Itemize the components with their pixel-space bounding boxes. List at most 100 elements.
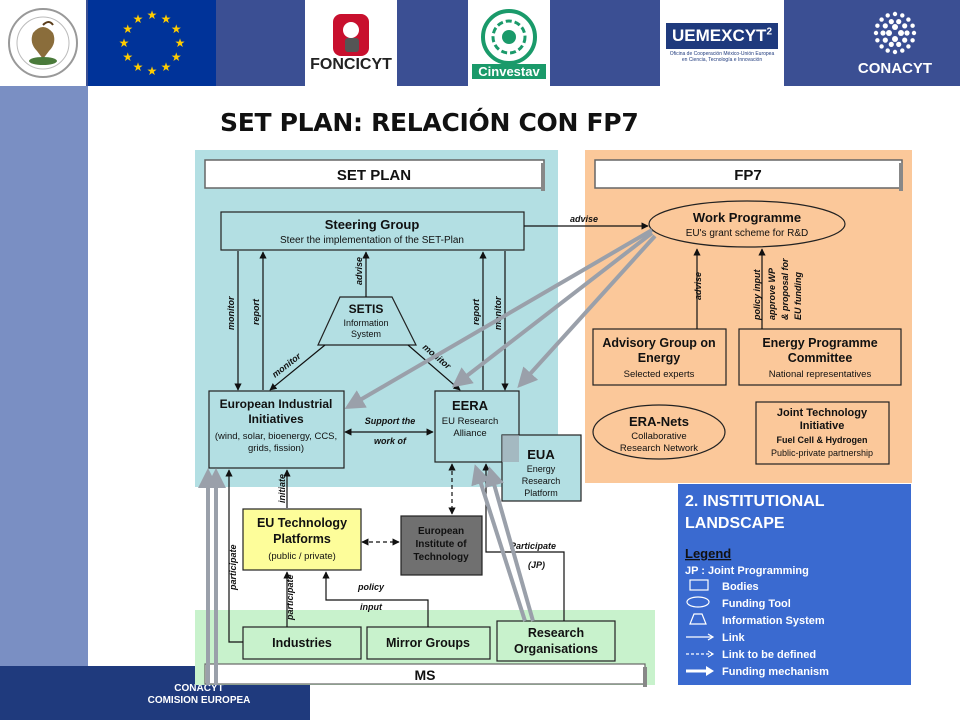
conacyt-dot-icon bbox=[892, 36, 898, 42]
fp7-header-bar bbox=[594, 159, 903, 189]
monitor-label-left: monitor bbox=[226, 296, 236, 330]
eu-star-icon: ★ bbox=[175, 36, 186, 50]
conacyt-dot-icon bbox=[911, 30, 917, 36]
left-decor-bar bbox=[0, 86, 88, 666]
jp-label: (JP) bbox=[528, 560, 545, 570]
research-orgs-box bbox=[496, 620, 616, 662]
conacyt-dot-icon bbox=[898, 30, 904, 36]
uemexcyt-subtitle-2: en Ciencia, Tecnología e Innovación bbox=[681, 57, 763, 63]
mexico-coat-of-arms-logo bbox=[0, 0, 86, 86]
advise-label-top: advise bbox=[570, 214, 598, 224]
ms-label: MS bbox=[415, 667, 436, 683]
eu-star-icon: ★ bbox=[147, 8, 158, 22]
policy-label-rotated-4: EU funding bbox=[793, 272, 803, 320]
advisory-group-title-2: Energy bbox=[638, 351, 680, 365]
legend-item-information-system: Information System bbox=[722, 615, 825, 627]
steering-group-subtitle: Steer the implementation of the SET-Plan bbox=[280, 235, 464, 246]
conacyt-dot-icon bbox=[906, 17, 911, 22]
era-nets-title: ERA-Nets bbox=[629, 414, 689, 429]
jti-title-1: Joint Technology bbox=[777, 407, 868, 419]
conacyt-dot-icon bbox=[879, 17, 884, 22]
research-orgs-line-2: Organisations bbox=[514, 642, 598, 656]
conacyt-dot-icon bbox=[906, 44, 911, 49]
policy-label-rotated-1: policy input bbox=[752, 268, 762, 321]
eu-flag-logo: ★★★★★★★★★★★★ bbox=[88, 0, 216, 86]
fp7-header-label: FP7 bbox=[734, 167, 762, 184]
advisory-group-subtitle: Selected experts bbox=[624, 369, 695, 380]
footer-line-1: CONACYT bbox=[174, 683, 224, 694]
mirror-groups-box bbox=[366, 626, 491, 660]
conacyt-dot-icon bbox=[896, 19, 902, 25]
setis-title: SETIS bbox=[349, 302, 384, 316]
conacyt-dot-icon bbox=[875, 23, 880, 28]
energy-committee-title-1: Energy Programme bbox=[762, 336, 877, 350]
conacyt-dot-icon bbox=[885, 48, 890, 53]
eii-title-2: Initiatives bbox=[248, 412, 304, 426]
legend-heading-1: 2. INSTITUTIONAL bbox=[685, 493, 825, 510]
foncicyt-logo: FONCICYT bbox=[305, 0, 397, 86]
etp-title-2: Platforms bbox=[273, 532, 331, 546]
legend-item-funding-mechanism: Funding mechanism bbox=[722, 666, 829, 678]
eua-sub-1: Energy bbox=[527, 464, 556, 474]
conacyt-dot-icon bbox=[900, 48, 905, 53]
conacyt-dot-icon bbox=[886, 30, 892, 36]
report-label-right: report bbox=[471, 298, 481, 325]
monitor-label-right: monitor bbox=[493, 296, 503, 330]
conacyt-dot-icon bbox=[882, 37, 888, 43]
footer-line-2: COMISION EUROPEA bbox=[147, 695, 251, 706]
conacyt-dot-icon bbox=[885, 13, 890, 18]
setis-trapezoid bbox=[317, 296, 417, 346]
participate-label-1: participate bbox=[228, 544, 238, 591]
eit-line-3: Technology bbox=[413, 552, 469, 563]
legend-jp-note: JP : Joint Programming bbox=[685, 565, 809, 577]
advise-label-fp7: advise bbox=[693, 272, 703, 300]
uemexcyt-wordmark: UEMEXCYT bbox=[671, 26, 767, 45]
policy-label: policy bbox=[357, 582, 385, 592]
conacyt-dot-icon bbox=[879, 44, 884, 49]
energy-committee-subtitle: National representatives bbox=[769, 369, 872, 380]
conacyt-dot-icon bbox=[910, 23, 915, 28]
mirror-groups-label: Mirror Groups bbox=[386, 636, 470, 650]
jti-title-2: Initiative bbox=[800, 420, 845, 432]
etp-subtitle: (public / private) bbox=[268, 551, 336, 562]
cinvestav-logo: Cinvestav bbox=[468, 0, 550, 86]
slide-title: SET PLAN: RELACIÓN CON FP7 bbox=[220, 108, 639, 137]
legend-information-system-icon bbox=[689, 613, 707, 625]
setis-sub-1: Information bbox=[343, 318, 388, 328]
advisory-group-box bbox=[592, 328, 727, 386]
advise-label-setis: advise bbox=[354, 257, 364, 285]
legend-panel bbox=[678, 484, 911, 685]
eera-sub-1: EU Research bbox=[442, 416, 499, 427]
research-orgs-line-1: Research bbox=[528, 626, 584, 640]
eu-star-icon: ★ bbox=[171, 50, 182, 64]
uemexcyt-subtitle-1: Oficina de Cooperación México-Unión Euro… bbox=[669, 51, 775, 57]
work-programme-subtitle: EU's grant scheme for R&D bbox=[686, 228, 809, 239]
etp-title-1: EU Technology bbox=[257, 516, 347, 530]
legend-item-bodies: Bodies bbox=[722, 581, 759, 593]
jti-sub-1: Fuel Cell & Hydrogen bbox=[776, 435, 867, 445]
eu-star-icon: ★ bbox=[171, 22, 182, 36]
conacyt-logo: CONACYT bbox=[840, 8, 950, 83]
legend-item-funding-tool: Funding Tool bbox=[722, 598, 791, 610]
conacyt-dot-icon bbox=[910, 38, 915, 43]
cinvestav-wordmark: Cinvestav bbox=[472, 63, 546, 79]
participate-jp-label: Participate bbox=[510, 541, 556, 551]
legend-funding-tool-icon bbox=[686, 596, 710, 608]
eit-line-1: European bbox=[418, 526, 464, 537]
eera-title: EERA bbox=[452, 398, 489, 413]
eii-sub-2: grids, fission) bbox=[248, 443, 304, 454]
work-programme-ellipse bbox=[648, 200, 846, 248]
eu-star-icon: ★ bbox=[161, 12, 172, 26]
energy-committee-box bbox=[738, 328, 902, 386]
eua-title: EUA bbox=[527, 447, 555, 462]
eu-star-icon: ★ bbox=[147, 64, 158, 78]
eit-box bbox=[400, 515, 483, 576]
eera-sub-2: Alliance bbox=[453, 428, 486, 439]
conacyt-dot-icon bbox=[902, 23, 908, 29]
era-nets-ellipse bbox=[592, 404, 726, 460]
conacyt-dot-icon bbox=[896, 41, 902, 48]
conacyt-dot-icon bbox=[873, 30, 879, 36]
eu-star-icon: ★ bbox=[133, 12, 144, 26]
industries-box bbox=[242, 626, 362, 660]
